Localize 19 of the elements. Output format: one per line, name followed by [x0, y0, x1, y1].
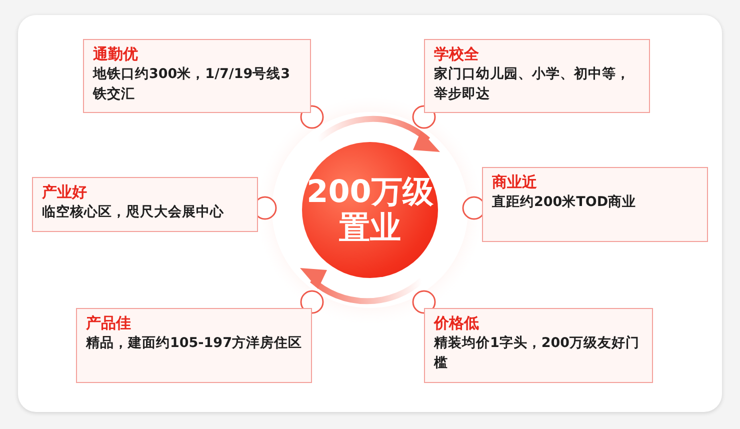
feature-heading: 价格低	[434, 313, 480, 333]
feature-box	[424, 308, 653, 383]
feature-heading: 学校全	[434, 44, 480, 64]
feature-box	[424, 39, 650, 113]
feature-heading: 商业近	[492, 172, 538, 192]
feature-text: 精品，建面约105-197方洋房住区	[86, 334, 303, 353]
feature-heading: 产品佳	[86, 313, 132, 333]
feature-text: 家门口幼儿园、小学、初中等，举步即达	[434, 65, 631, 104]
feature-box	[76, 308, 312, 383]
feature-box	[482, 167, 708, 242]
feature-heading: 通勤优	[93, 44, 139, 64]
feature-text: 精装均价1字头，200万级友好门槛	[434, 334, 641, 373]
feature-text: 地铁口约300米，1/7/19号线3铁交汇	[93, 65, 292, 104]
feature-text: 直距约200米TOD商业	[492, 193, 638, 212]
feature-box	[32, 177, 258, 232]
feature-text: 临空核心区，咫尺大会展中心	[42, 203, 225, 222]
center-title: 200万级置业	[306, 174, 434, 246]
feature-box	[83, 39, 311, 113]
feature-heading: 产业好	[42, 182, 88, 202]
